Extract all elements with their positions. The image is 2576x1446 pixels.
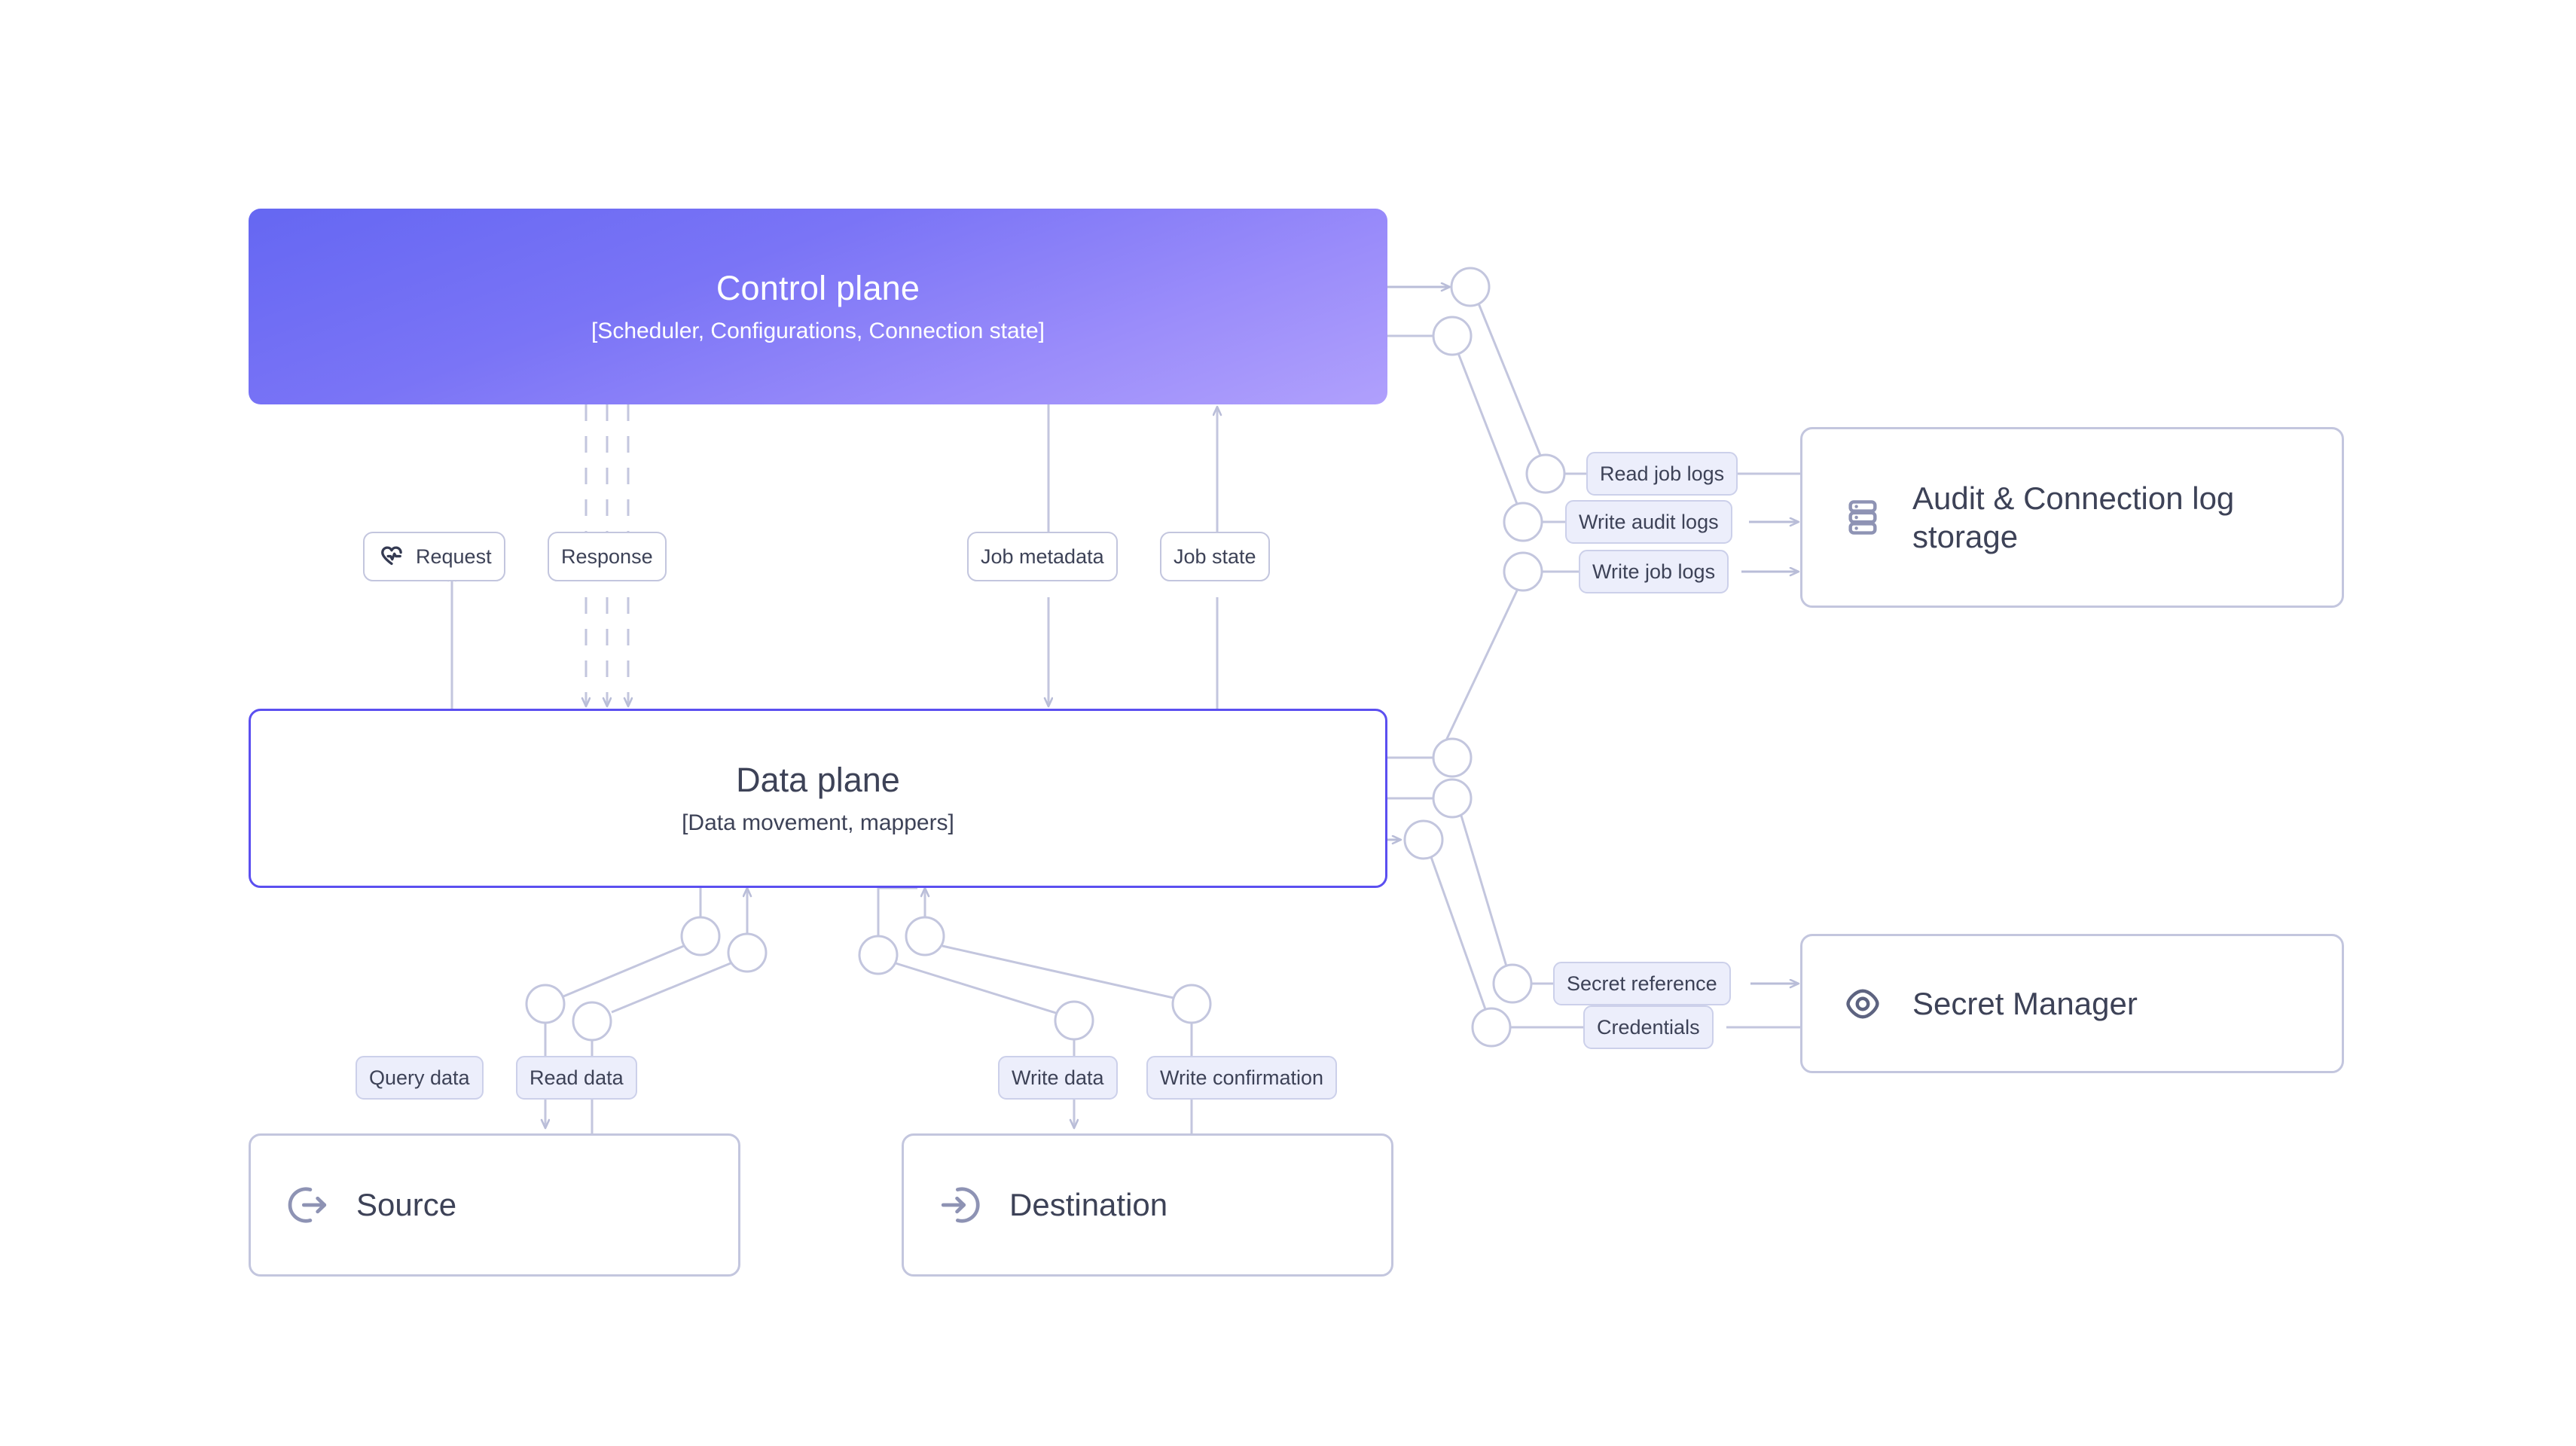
- chip-query-data[interactable]: Query data: [356, 1056, 484, 1100]
- destination-label: Destination: [1009, 1187, 1168, 1222]
- source-node[interactable]: Source: [249, 1133, 740, 1277]
- chip-credentials[interactable]: Credentials: [1583, 1005, 1714, 1049]
- chip-request-label: Request: [416, 545, 492, 568]
- chip-write-data-label: Write data: [1012, 1066, 1104, 1089]
- audit-log-storage-node[interactable]: Audit & Connection log storage: [1800, 427, 2344, 608]
- chip-read-job-logs-label: Read job logs: [1600, 462, 1725, 485]
- data-plane-node[interactable]: Data plane [Data movement, mappers]: [249, 709, 1387, 888]
- chip-job-metadata[interactable]: Job metadata: [967, 532, 1118, 581]
- data-plane-title: Data plane: [736, 760, 900, 799]
- control-plane-subtitle: [Scheduler, Configurations, Connection s…: [591, 319, 1045, 344]
- chip-write-audit-logs-label: Write audit logs: [1579, 510, 1719, 533]
- chip-request[interactable]: Request: [363, 532, 505, 581]
- data-plane-subtitle: [Data movement, mappers]: [682, 810, 954, 836]
- chip-response[interactable]: Response: [548, 532, 667, 581]
- log-in-icon: [937, 1182, 984, 1228]
- audit-log-storage-label: Audit & Connection log storage: [1912, 480, 2235, 554]
- chip-read-job-logs[interactable]: Read job logs: [1586, 452, 1738, 496]
- chip-write-job-logs[interactable]: Write job logs: [1579, 550, 1729, 593]
- chip-write-confirmation-label: Write confirmation: [1160, 1066, 1324, 1089]
- chip-write-confirmation[interactable]: Write confirmation: [1146, 1056, 1338, 1100]
- chip-write-data[interactable]: Write data: [998, 1056, 1118, 1100]
- control-plane-node[interactable]: Control plane [Scheduler, Configurations…: [249, 209, 1387, 404]
- eye-key-icon: [1842, 983, 1884, 1025]
- chip-write-job-logs-label: Write job logs: [1592, 560, 1716, 583]
- chip-response-label: Response: [561, 545, 653, 568]
- chip-secret-reference[interactable]: Secret reference: [1553, 962, 1731, 1005]
- chip-job-metadata-label: Job metadata: [981, 545, 1104, 568]
- chip-credentials-label: Credentials: [1597, 1015, 1700, 1039]
- chip-secret-reference-label: Secret reference: [1567, 972, 1717, 995]
- chip-job-state[interactable]: Job state: [1160, 532, 1270, 581]
- chip-read-data-label: Read data: [530, 1066, 624, 1089]
- destination-node[interactable]: Destination: [902, 1133, 1393, 1277]
- chip-job-state-label: Job state: [1174, 545, 1256, 568]
- chip-write-audit-logs[interactable]: Write audit logs: [1565, 500, 1732, 544]
- log-out-icon: [284, 1182, 331, 1228]
- chip-query-data-label: Query data: [369, 1066, 470, 1089]
- chip-read-data[interactable]: Read data: [516, 1056, 637, 1100]
- database-stack-icon: [1842, 496, 1884, 538]
- source-label: Source: [356, 1187, 457, 1222]
- secret-manager-label: Secret Manager: [1912, 985, 2138, 1021]
- heart-pulse-icon: [377, 542, 405, 571]
- control-plane-title: Control plane: [716, 268, 920, 307]
- secret-manager-node[interactable]: Secret Manager: [1800, 934, 2344, 1073]
